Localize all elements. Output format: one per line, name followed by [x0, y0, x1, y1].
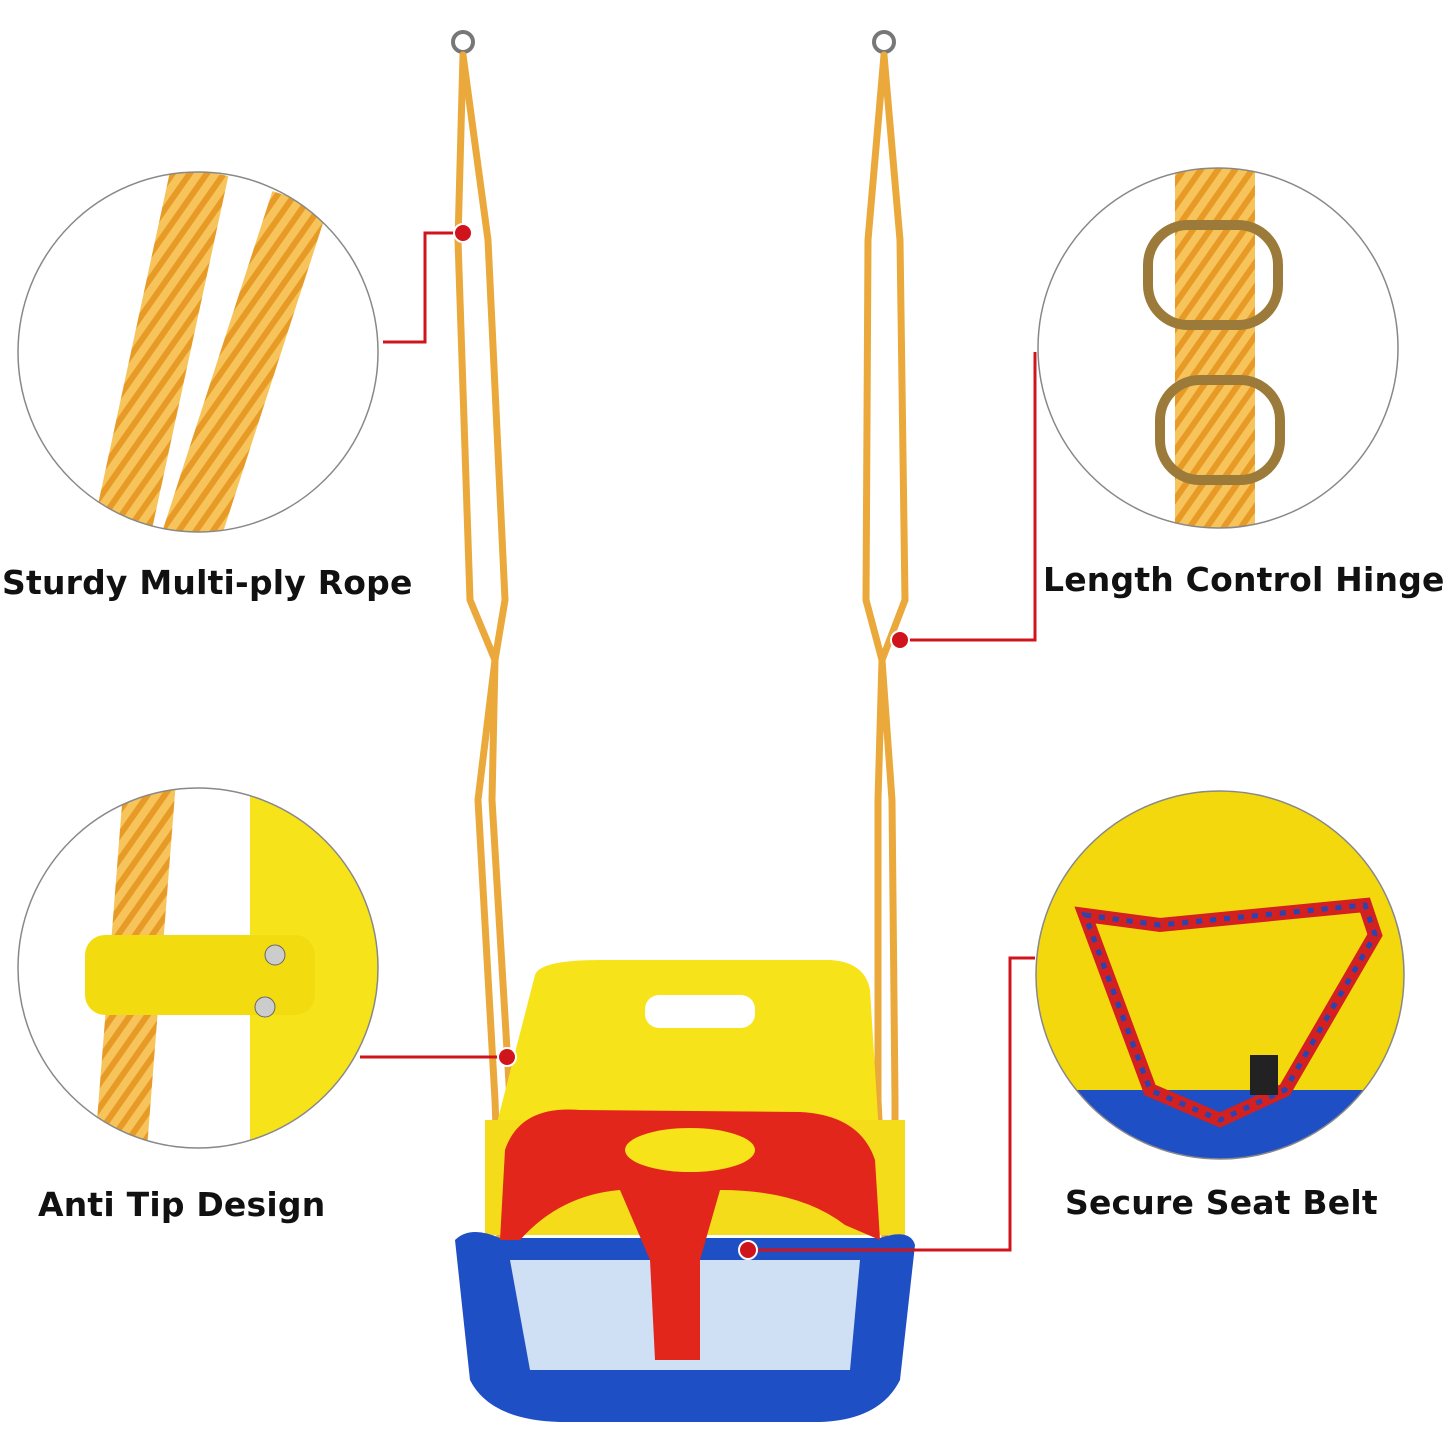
connector-hinge [900, 352, 1037, 642]
callout-dot [497, 1047, 517, 1067]
callout-dot [453, 223, 473, 243]
rope-clip-closeup-image [17, 787, 379, 1149]
callout-connectors [360, 231, 1037, 1252]
seat-belt-closeup-image [1035, 790, 1405, 1160]
callout-dot [890, 630, 910, 650]
feature-label-anti-tip: Anti Tip Design [38, 1185, 326, 1224]
feature-label-rope: Sturdy Multi-ply Rope [2, 563, 413, 602]
hanging-hook-icon [451, 30, 896, 54]
metal-ring-closeup-image [1037, 167, 1399, 529]
connector-seat-belt [748, 956, 1035, 1252]
feature-label-hinge: Length Control Hinge [1043, 560, 1445, 599]
swing-ropes [454, 51, 909, 1244]
swing-seat [455, 960, 915, 1422]
connector-rope [383, 231, 463, 344]
callout-dot [738, 1240, 758, 1260]
rope-closeup-image [17, 171, 379, 533]
feature-label-seat-belt: Secure Seat Belt [1065, 1183, 1378, 1222]
